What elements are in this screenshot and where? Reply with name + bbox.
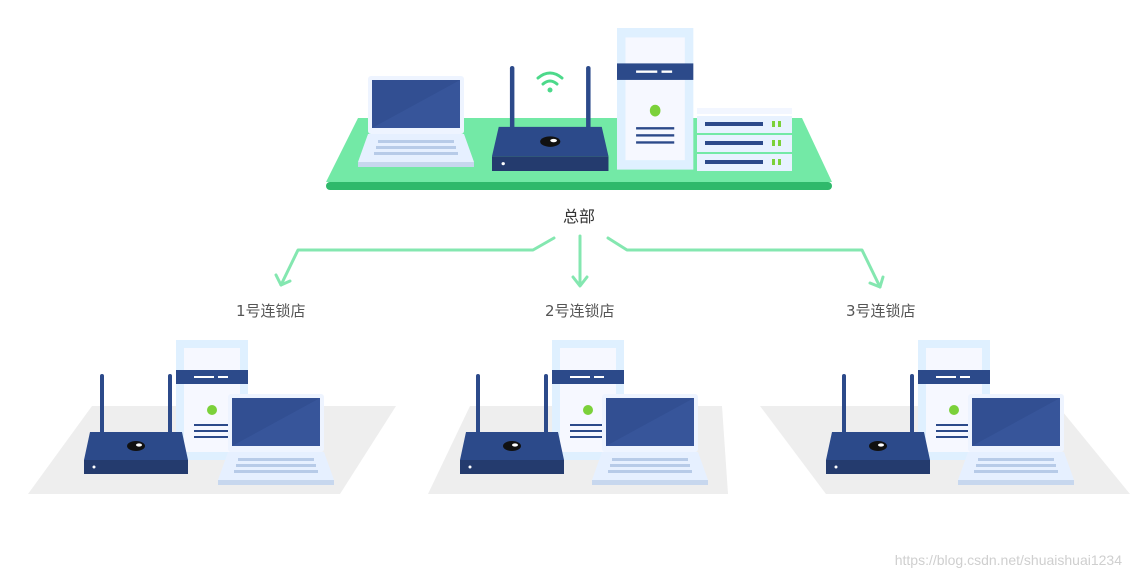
wifi-icon — [536, 71, 564, 93]
hq-server-tower — [617, 28, 694, 170]
branch-2-label: 2号连锁店 — [545, 302, 615, 320]
branch-1-label: 1号连锁店 — [236, 302, 306, 320]
watermark-url: https://blog.csdn.net/shuaishuai1234 — [894, 552, 1122, 568]
branch-3-scene — [760, 340, 1130, 494]
branch-2-scene — [428, 340, 728, 494]
hq-rack-servers — [697, 108, 792, 171]
connector-arrows — [274, 234, 885, 289]
branch-3-label: 3号连锁店 — [846, 302, 916, 320]
arrow-to-branch-1 — [279, 236, 556, 287]
branch-1-scene — [28, 340, 396, 494]
hq-label: 总部 — [563, 207, 596, 226]
hq-laptop — [358, 76, 474, 167]
arrow-to-branch-3 — [606, 236, 882, 289]
